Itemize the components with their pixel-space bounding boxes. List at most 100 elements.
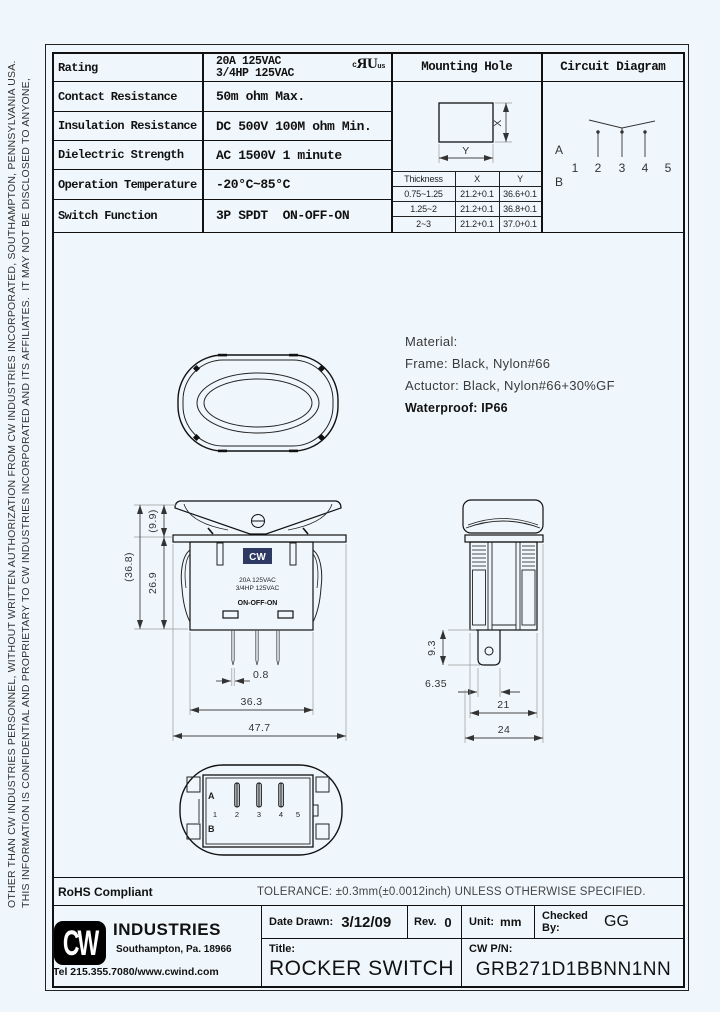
bottom-row-b-label: B — [208, 824, 215, 834]
material-heading: Material: — [405, 334, 458, 349]
switch-marking: 20A 125VAC — [239, 577, 276, 584]
company-address: Southampton, Pa. 18966 — [116, 944, 232, 955]
bottom-view-drawing: A B 1 2 3 4 5 — [179, 764, 343, 856]
switch-marking: ON-OFF-ON — [238, 600, 278, 607]
table-row: Insulation Resistance DC 500V 100M ohm M… — [54, 112, 391, 141]
footer-strip: RoHS Compliant TOLERANCE: ±0.3mm(±0.0012… — [52, 877, 685, 906]
rev-cell: Rev. 0 — [408, 906, 462, 939]
spec-label: Insulation Resistance — [58, 119, 197, 133]
rating-line2: 3/4HP 125VAC — [216, 66, 295, 80]
circuit-cell-divider — [541, 54, 543, 232]
circuit-pin-label: 2 — [595, 161, 602, 175]
cw-logo: CW — [54, 921, 106, 965]
switch-logo-badge — [243, 548, 272, 564]
mounting-td: 1.25~2 — [392, 202, 456, 217]
dim-body-height: 26.9 — [147, 572, 159, 594]
rating-line1: 20A 125VAC — [216, 54, 282, 68]
mounting-hole-diagram: X Y — [438, 102, 512, 163]
dim-terminal-width: 6.35 — [425, 678, 447, 690]
spec-value: AC 1500V 1 minute — [216, 147, 342, 163]
confidential-notice-line1: THIS INFORMATION IS CONFIDENTIAL AND PRO… — [20, 78, 32, 908]
top-view-drawing — [177, 353, 339, 453]
confidential-notice-line2: OTHER THAN CW INDUSTRIES PERSONNEL, WITH… — [6, 60, 18, 908]
spec-value: DC 500V 100M ohm Min. — [216, 118, 372, 134]
dim-flange-width: 47.7 — [248, 722, 270, 734]
circuit-row-b-label: B — [555, 175, 563, 189]
unit-cell: Unit: mm — [462, 906, 535, 939]
part-number: GRB271D1BBNN1NN — [475, 959, 672, 980]
mounting-td: 2~3 — [393, 217, 456, 232]
company-name: INDUSTRIES — [113, 920, 221, 939]
pn-label: CW P/N: — [469, 943, 513, 955]
spec-label: Switch Function — [58, 208, 158, 223]
spec-label: Operation Temperature — [58, 177, 197, 192]
material-frame: Frame: Black, Nylon#66 — [405, 356, 551, 371]
ul-us: us — [377, 63, 385, 71]
material-actuator: Actuctor: Black, Nylon#66+30%GF — [405, 378, 615, 393]
checked-by-label: Checked By: — [542, 910, 588, 934]
circuit-pin-label: 4 — [642, 161, 649, 175]
spec-label: Rating — [58, 60, 98, 75]
side-view-drawing: 9.3 6.35 21 24 — [425, 499, 544, 743]
mounting-y-label: Y — [462, 145, 469, 157]
part-number-cell: CW P/N: GRB271D1BBNN1NN — [462, 939, 685, 988]
table-row: Dielectric Strength AC 1500V 1 minute — [54, 141, 391, 170]
checked-by-value: GG — [604, 913, 629, 930]
spec-column-divider — [202, 54, 204, 232]
mounting-td: 21.2+0.1 — [456, 217, 500, 232]
dim-flange-depth: 24 — [498, 724, 510, 736]
header-band-bottom-line — [52, 231, 685, 233]
dim-rocker-height: (9.9) — [147, 509, 159, 533]
checked-by-cell: Checked By: GG — [535, 906, 685, 939]
spec-label: Contact Resistance — [58, 89, 177, 104]
dim-total-height: (36.8) — [123, 552, 135, 582]
spec-label: Dielectric Strength — [58, 148, 184, 162]
bottom-pin-label: 5 — [296, 810, 300, 819]
ul-ru: ЯU — [356, 56, 378, 72]
mounting-hole-title: Mounting Hole — [392, 54, 541, 82]
table-row: Contact Resistance 50m ohm Max. — [54, 82, 391, 112]
mounting-td: 36.8+0.1 — [499, 202, 541, 217]
table-row: Switch Function 3P SPDT ON-OFF-ON — [54, 200, 391, 232]
bottom-pin-label: 3 — [257, 810, 261, 819]
date-drawn-value: 3/12/09 — [341, 913, 392, 931]
outer-border-frame — [45, 44, 689, 991]
circuit-diagram-title: Circuit Diagram — [542, 54, 683, 82]
bottom-row-a-label: A — [208, 791, 215, 801]
inner-border-frame — [52, 52, 685, 988]
mounting-th: Y — [499, 172, 541, 187]
drawing-title-cell: Title: ROCKER SWITCH — [262, 939, 462, 988]
spec-value: -20°C~85°C — [216, 177, 291, 192]
mounting-hole-table: Thickness X Y 0.75~1.25 21.2+0.1 36.6+0.… — [392, 171, 541, 232]
company-cell: CW INDUSTRIES Southampton, Pa. 18966 Tel… — [52, 906, 262, 988]
rev-label: Rev. — [414, 916, 437, 928]
unit-value: mm — [500, 915, 522, 929]
material-notes: Material: Frame: Black, Nylon#66 Actucto… — [405, 331, 615, 419]
switch-marking: 3/4HP 125VAC — [236, 585, 280, 592]
drawing-title: ROCKER SWITCH — [269, 957, 454, 980]
material-waterproof: Waterproof: IP66 — [405, 401, 508, 415]
mounting-th: Thickness — [392, 172, 456, 187]
mounting-td: 21.2+0.1 — [455, 187, 500, 202]
bottom-pin-label: 2 — [235, 810, 239, 819]
spec-value: 3P SPDT ON-OFF-ON — [216, 208, 350, 224]
dim-body-depth: 21 — [497, 699, 509, 711]
mounting-td: 21.2+0.1 — [455, 202, 500, 217]
mounting-cell-divider — [391, 54, 393, 232]
bottom-pin-label: 4 — [279, 810, 283, 819]
date-drawn-label: Date Drawn: — [269, 916, 334, 928]
cw-logo-text: CW — [62, 922, 99, 963]
front-view-drawing: CW 20A 125VAC 3/4HP 125VAC ON-OFF-ON (36… — [123, 500, 347, 741]
date-drawn-cell: Date Drawn: 3/12/09 — [262, 906, 408, 939]
circuit-pin-label: 1 — [572, 161, 579, 175]
bottom-pin-label: 1 — [213, 810, 217, 819]
spec-value: 50m ohm Max. — [216, 89, 305, 104]
circuit-row-a-label: A — [555, 143, 563, 157]
mounting-td: 37.0+0.1 — [503, 219, 537, 229]
mounting-th: X — [455, 172, 500, 187]
circuit-pin-label: 5 — [665, 161, 672, 175]
rev-value: 0 — [444, 914, 452, 930]
